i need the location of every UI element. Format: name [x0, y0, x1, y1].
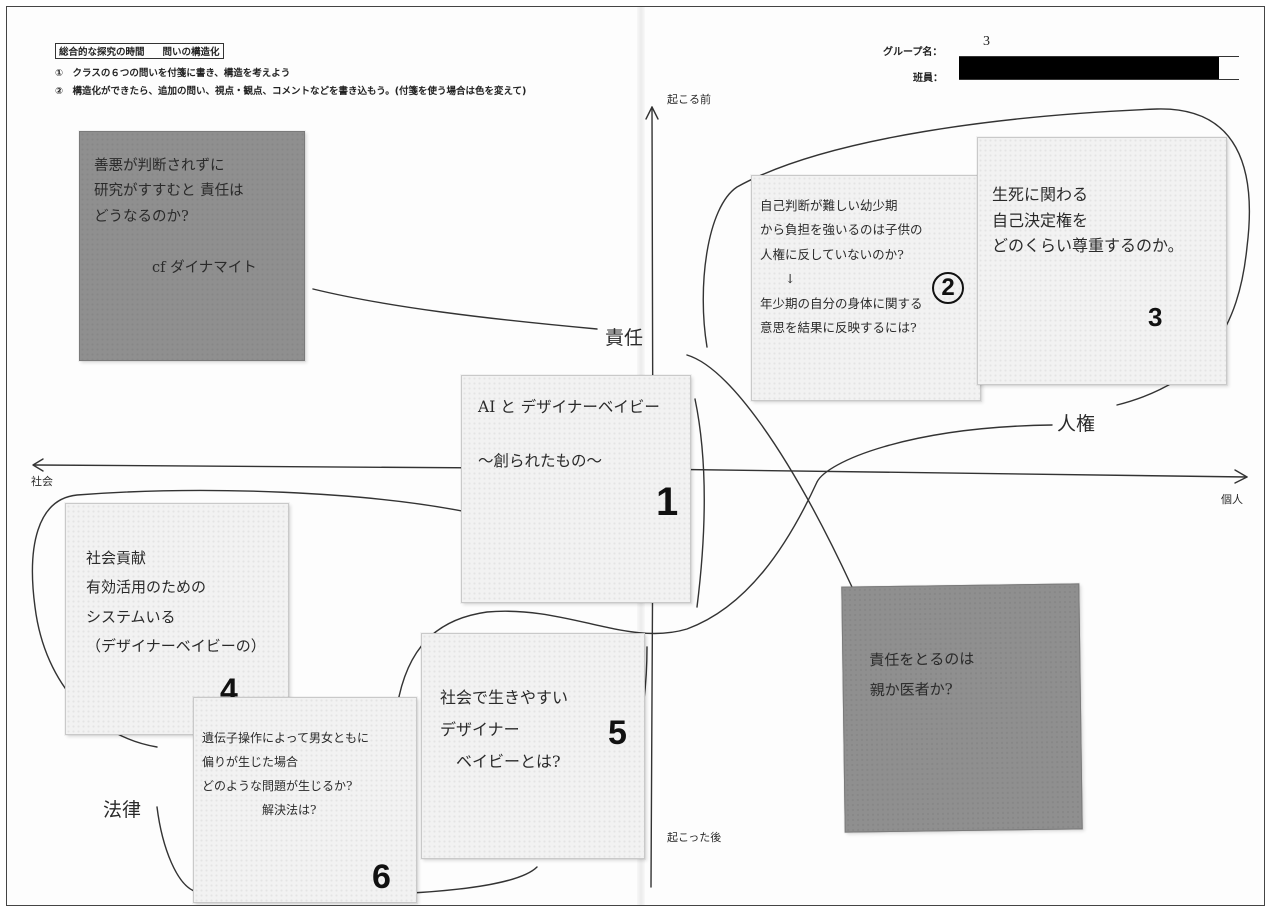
- worksheet: 総合的な探究の時間 問いの構造化 ① クラスの６つの問いを付箋に書き、構造を考えよ…: [6, 6, 1265, 906]
- note-text: 責任をとるのは 親か医者か?: [869, 649, 975, 700]
- members-label: 班員：: [913, 73, 943, 84]
- note-number: 6: [372, 858, 391, 896]
- label-human-rights: 人権: [1057, 413, 1096, 435]
- sticky-note-3: 生死に関わる 自己決定権を どのくらい尊重するのか。 3: [977, 137, 1227, 385]
- sticky-note-top-left: 善悪が判断されずに 研究がすすむと 責任は どうなるのか? cf ダイナマイト: [79, 131, 305, 361]
- title-topic: 問いの構造化: [162, 47, 220, 58]
- instruction-2: ② 構造化ができたら、追加の問い、視点・観点、コメントなどを書き込もう。(付箋を…: [55, 86, 527, 97]
- sticky-note-bottom-right: 責任をとるのは 親か医者か?: [841, 583, 1083, 833]
- note-text: 善悪が判断されずに 研究がすすむと 責任は どうなるのか? cf ダイナマイト: [94, 158, 257, 276]
- label-responsibility: 責任: [605, 327, 644, 349]
- axis-label-before: 起こる前: [667, 93, 711, 106]
- note1-connector: [694, 398, 705, 608]
- responsibility-line: [312, 288, 598, 330]
- note-number: 2: [932, 272, 964, 304]
- axis-label-society: 社会: [31, 475, 53, 488]
- members-redaction: [959, 57, 1219, 79]
- horizontal-axis-arrow-head: [1234, 469, 1248, 484]
- sticky-note-5: 社会で生きやすい デザイナー ベイビーとは? 5: [421, 633, 645, 859]
- group-name-underline: [959, 56, 1239, 57]
- note-text: 生死に関わる 自己決定権を どのくらい尊重するのか。: [992, 185, 1184, 256]
- horizontal-axis-left-cap: [32, 458, 44, 472]
- label-law: 法律: [103, 799, 142, 821]
- members-underline: [959, 79, 1239, 80]
- axis-label-individual: 個人: [1221, 493, 1243, 506]
- instruction-1: ① クラスの６つの問いを付箋に書き、構造を考えよう: [55, 68, 291, 79]
- sticky-note-2: 自己判断が難しい幼少期 から負担を強いるのは子供の 人権に反していないのか? ↓…: [751, 175, 981, 401]
- note-text: 社会貢献 有効活用のための システムいる （デザイナーベイビーの）: [86, 549, 266, 655]
- human-rights-loop: [396, 424, 1053, 708]
- human-rights-outer-loop: [702, 108, 1251, 406]
- worksheet-title: 総合的な探究の時間 問いの構造化: [55, 43, 224, 59]
- note-number: 3: [1148, 302, 1163, 332]
- note-number: 1: [656, 480, 679, 524]
- group-name-label: グループ名：: [883, 47, 943, 58]
- responsibility-to-note-line: [686, 354, 853, 588]
- note-number: 5: [608, 714, 627, 752]
- title-course: 総合的な探究の時間: [59, 47, 145, 58]
- note-text: 自己判断が難しい幼少期 から負担を強いるのは子供の 人権に反していないのか? ↓…: [760, 198, 923, 335]
- axis-label-after: 起こった後: [667, 831, 722, 844]
- note-text: 遺伝子操作によって男女ともに 偏りが生じた場合 どのような問題が生じるか? 解決…: [202, 731, 370, 817]
- note-text: 社会で生きやすい デザイナー ベイビーとは?: [440, 688, 569, 771]
- sticky-note-6: 遺伝子操作によって男女ともに 偏りが生じた場合 どのような問題が生じるか? 解決…: [193, 697, 417, 903]
- sticky-note-1: AI と デザイナーベイビー ～創られたもの～ 1: [461, 375, 691, 603]
- vertical-axis-arrow-head: [645, 106, 659, 120]
- group-name-value: 3: [983, 34, 990, 49]
- sticky-note-4: 社会貢献 有効活用のための システムいる （デザイナーベイビーの） 4: [65, 503, 289, 735]
- note-text: AI と デザイナーベイビー ～創られたもの～: [478, 398, 660, 471]
